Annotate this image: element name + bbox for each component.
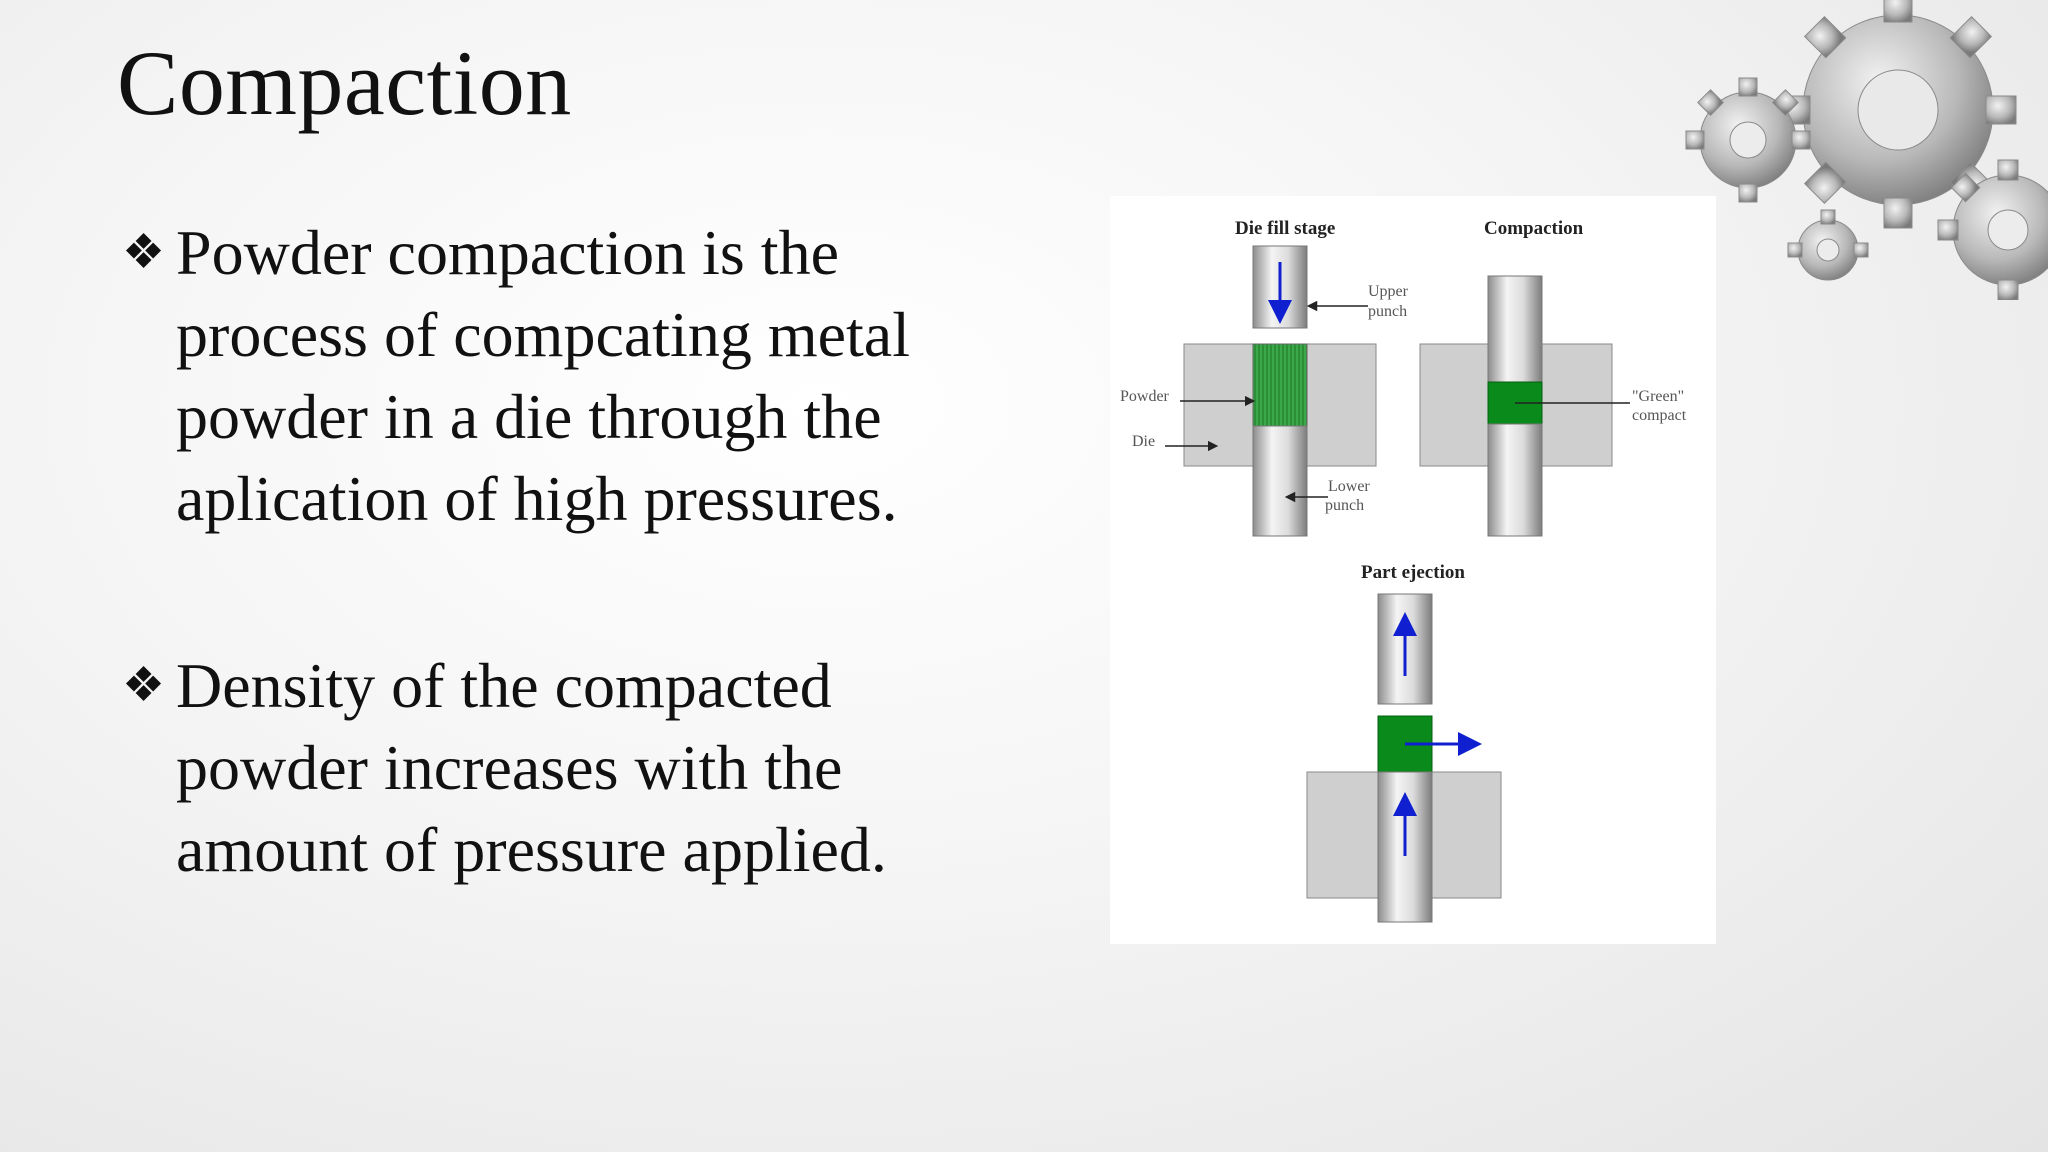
punch-label: punch [1325, 497, 1364, 514]
gears-decoration-icon [1678, 0, 2048, 301]
bullet-item: ❖ Density of the compacted powder increa… [118, 645, 1038, 891]
bullet-text: Density of the compacted powder increase… [176, 650, 887, 885]
bullet-text: Powder compaction is the process of comp… [176, 217, 910, 534]
compact-label: compact [1632, 407, 1687, 424]
compaction-diagram: Die fill stage Upper punch Powder Die Lo… [1110, 196, 1716, 944]
diamond-bullet-icon: ❖ [122, 226, 166, 279]
part-ejection-label: Part ejection [1361, 562, 1465, 583]
lower-label: Lower [1328, 478, 1370, 495]
bullet-item: ❖ Powder compaction is the process of co… [118, 212, 1038, 540]
lower-punch-rod [1487, 423, 1543, 537]
slide-title: Compaction [117, 32, 572, 134]
powder-fill [1252, 343, 1308, 427]
bullet-list: ❖ Powder compaction is the process of co… [118, 212, 1038, 996]
compaction-label: Compaction [1484, 218, 1584, 239]
lower-punch-rod [1252, 425, 1308, 537]
die-fill-stage-label: Die fill stage [1235, 218, 1335, 239]
powder-label: Powder [1120, 388, 1170, 405]
die-label: Die [1132, 433, 1155, 450]
upper-punch-rod [1487, 275, 1543, 383]
green-label: "Green" [1632, 388, 1684, 405]
diamond-bullet-icon: ❖ [122, 659, 166, 712]
punch-label: punch [1368, 303, 1407, 320]
upper-label: Upper [1368, 283, 1409, 300]
